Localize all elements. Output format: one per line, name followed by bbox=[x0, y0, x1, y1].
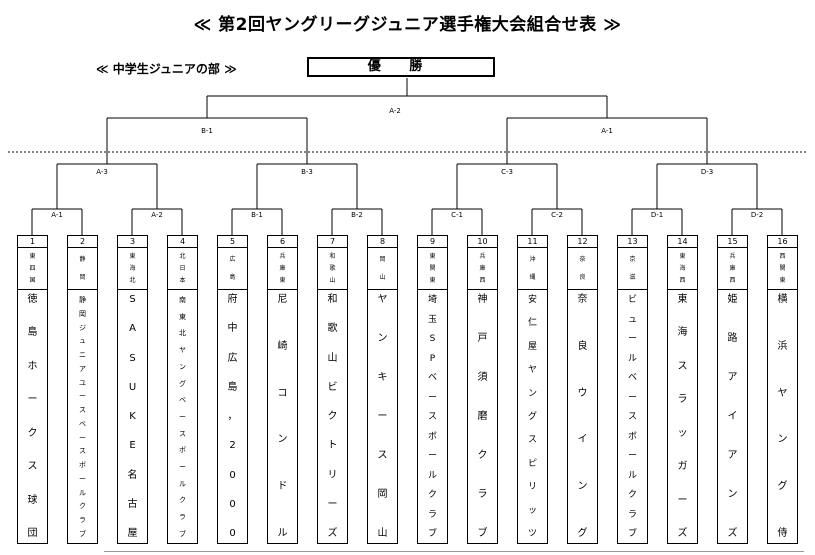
team-region: 静岡 bbox=[68, 248, 97, 290]
match-label-b1: B-1 bbox=[201, 127, 213, 135]
match-label-d2: D-2 bbox=[750, 211, 764, 219]
team-number: 16 bbox=[768, 236, 797, 248]
team-name: ヤンキース岡山 bbox=[377, 294, 388, 539]
team-region: 奈良 bbox=[568, 248, 597, 290]
team-number: 15 bbox=[718, 236, 747, 248]
match-label-a1-top: A-1 bbox=[601, 127, 613, 135]
match-label-c3: C-3 bbox=[501, 168, 513, 176]
team-region: 岡山 bbox=[368, 248, 397, 290]
team-region: 沖縄 bbox=[518, 248, 547, 290]
team-region: 東関東 bbox=[418, 248, 447, 290]
team-name: 奈良ウイング bbox=[577, 294, 588, 539]
team-number: 8 bbox=[368, 236, 397, 248]
team-name: ビュールベースボールクラブ bbox=[627, 295, 637, 539]
team-number: 9 bbox=[418, 236, 447, 248]
match-label-d1: D-1 bbox=[650, 211, 664, 219]
team-region: 東海北 bbox=[118, 248, 147, 290]
team-region: 和歌山 bbox=[318, 248, 347, 290]
team-region: 兵庫西 bbox=[468, 248, 497, 290]
team-region: 京滋 bbox=[618, 248, 647, 290]
match-label-a1: A-1 bbox=[51, 211, 63, 219]
team-number: 13 bbox=[618, 236, 647, 248]
match-label-d3: D-3 bbox=[700, 168, 714, 176]
team-region: 北日本 bbox=[168, 248, 197, 290]
team-region: 広島 bbox=[218, 248, 247, 290]
team-region: 西関東 bbox=[768, 248, 797, 290]
team-region: 東海西 bbox=[668, 248, 697, 290]
team-region: 兵庫西 bbox=[718, 248, 747, 290]
team-name: 姫路アイアンズ bbox=[727, 294, 738, 539]
team-number: 14 bbox=[668, 236, 697, 248]
match-label-b1-low: B-1 bbox=[251, 211, 263, 219]
team-region: 兵庫東 bbox=[268, 248, 297, 290]
team-number: 3 bbox=[118, 236, 147, 248]
match-label-a3: A-3 bbox=[96, 168, 108, 176]
team-name: 静岡ジュニアユースベースボールクラブ bbox=[79, 296, 86, 538]
team-name: 安仁屋ヤングスピリッツ bbox=[527, 295, 537, 539]
match-label-c2: C-2 bbox=[551, 211, 563, 219]
team-number: 10 bbox=[468, 236, 497, 248]
team-number: 12 bbox=[568, 236, 597, 248]
team-name: 南東北ヤングベースボールクラブ bbox=[179, 296, 186, 538]
team-region: 東四国 bbox=[18, 248, 47, 290]
team-number: 6 bbox=[268, 236, 297, 248]
section-label: ≪ 中学生ジュニアの部 ≫ bbox=[96, 62, 237, 76]
team-name: 神戸須磨クラブ bbox=[477, 294, 488, 539]
team-name: 和歌山ビクトリーズ bbox=[327, 294, 338, 539]
page-title: ≪ 第2回ヤングリーグジュニア選手権大会組合せ表 ≫ bbox=[193, 15, 622, 35]
team-number: 2 bbox=[68, 236, 97, 248]
team-number: 5 bbox=[218, 236, 247, 248]
team-name: 横浜ヤング侍 bbox=[777, 294, 788, 539]
bottom-rule bbox=[104, 551, 804, 552]
match-label-c1: C-1 bbox=[451, 211, 463, 219]
team-name: 徳島ホークス球団 bbox=[27, 294, 38, 539]
match-label-b2: B-2 bbox=[351, 211, 363, 219]
champion-box: 優 勝 bbox=[307, 57, 495, 77]
team-number: 11 bbox=[518, 236, 547, 248]
match-label-final: A-2 bbox=[389, 107, 401, 115]
match-label-b3: B-3 bbox=[301, 168, 313, 176]
team-number: 7 bbox=[318, 236, 347, 248]
team-name: 尼崎コンドル bbox=[277, 294, 288, 539]
match-label-a2: A-2 bbox=[151, 211, 163, 219]
team-number: 4 bbox=[168, 236, 197, 248]
team-number: 1 bbox=[18, 236, 47, 248]
team-name: 東海スラッガーズ bbox=[677, 294, 688, 539]
